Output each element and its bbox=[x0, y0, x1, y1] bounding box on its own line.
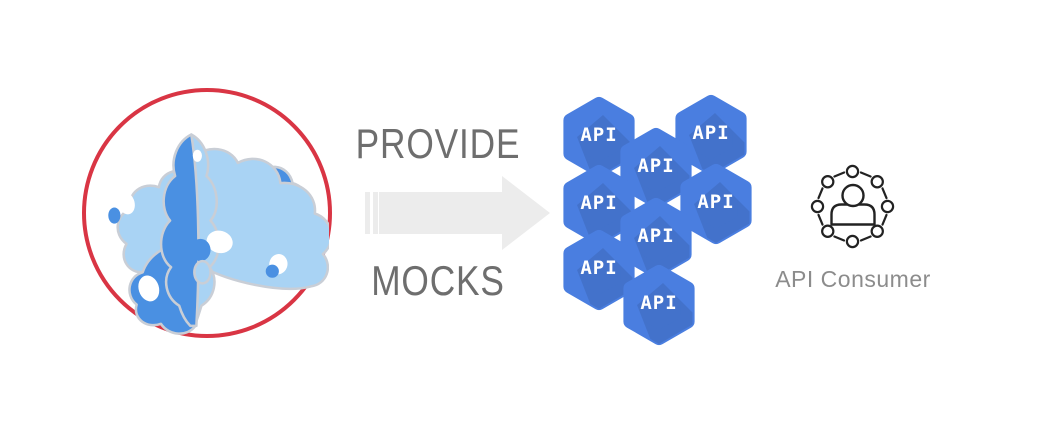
api-hexagon-label: API bbox=[637, 155, 674, 177]
api-hexagon-label: API bbox=[697, 191, 734, 213]
api-hexagon-label: API bbox=[580, 192, 617, 214]
flow-label-mocks: MOCKS bbox=[371, 257, 505, 304]
network-node bbox=[821, 224, 835, 238]
cloud-dot-top-left bbox=[177, 147, 187, 160]
api-hexagon: API bbox=[630, 272, 703, 351]
network-node bbox=[845, 164, 860, 179]
cloud-hole-left-arm bbox=[118, 192, 135, 215]
network-node bbox=[870, 175, 884, 189]
api-consumer-icon bbox=[810, 164, 895, 249]
cloud-hole-wing-left bbox=[206, 230, 233, 254]
network-node bbox=[810, 199, 825, 214]
api-hexagon-label: API bbox=[580, 124, 617, 146]
person-head bbox=[841, 183, 865, 208]
papercraft-cloud-icon bbox=[108, 133, 329, 335]
flow-label-provide: PROVIDE bbox=[355, 120, 521, 167]
api-hexagon: API bbox=[687, 171, 760, 250]
cloud-foot-ellipse bbox=[193, 259, 212, 285]
arrow-tail-bar bbox=[373, 192, 378, 234]
right-arrow-icon bbox=[365, 176, 550, 250]
cloud-dot-wing-right bbox=[265, 264, 279, 278]
cloud-dot-wing-left bbox=[190, 238, 211, 262]
api-hexagon-label: API bbox=[637, 225, 674, 247]
network-node bbox=[880, 199, 895, 214]
network-node bbox=[870, 224, 884, 238]
cloud-hole-bottom-wing bbox=[138, 275, 160, 302]
cloud-dot-left-arm bbox=[108, 207, 121, 224]
api-consumer-label: API Consumer bbox=[775, 266, 931, 292]
cloud-hole-top-right bbox=[192, 149, 202, 162]
cloud-logo-badge bbox=[82, 88, 332, 338]
arrow-tail-bar bbox=[365, 192, 370, 234]
api-hexagon-label: API bbox=[640, 292, 677, 314]
arrow-body bbox=[379, 176, 550, 250]
network-node bbox=[845, 234, 860, 249]
api-hexagon-label: API bbox=[692, 122, 729, 144]
api-hexagon-cluster: API API API API API API bbox=[545, 88, 765, 353]
person-body bbox=[830, 203, 876, 226]
api-hexagon-label: API bbox=[580, 257, 617, 279]
network-node bbox=[821, 175, 835, 189]
